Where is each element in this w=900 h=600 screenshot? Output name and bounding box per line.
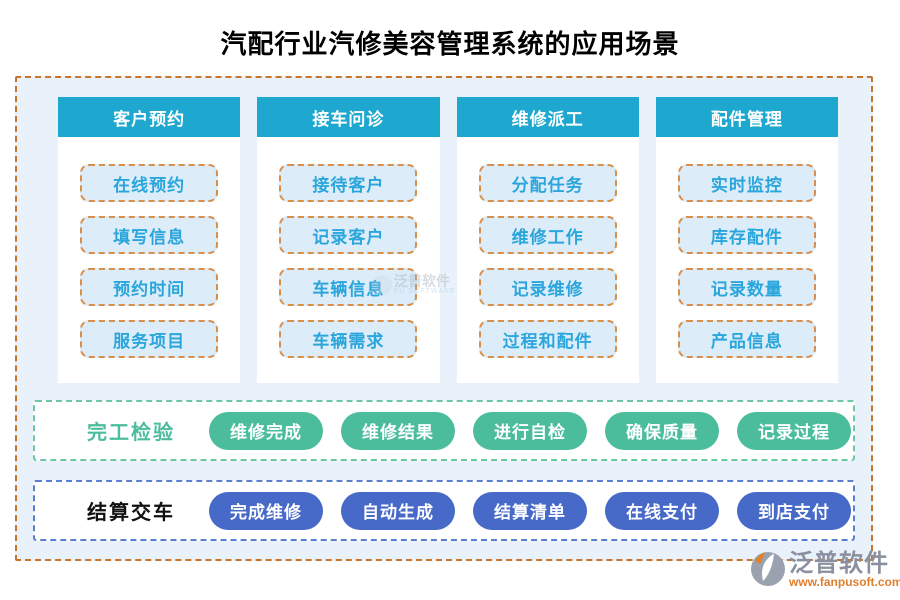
process-columns: 客户预约 在线预约 填写信息 预约时间 服务项目 接车问诊 接待客户 记录客户 …	[58, 97, 838, 383]
item-box: 车辆信息	[279, 268, 418, 306]
item-box: 实时监控	[677, 164, 816, 202]
settlement-band-label: 结算交车	[87, 502, 175, 524]
fanpu-logo-icon	[750, 551, 786, 592]
pill: 在线支付	[605, 491, 719, 530]
column-header: 客户预约	[58, 97, 241, 137]
column-header: 配件管理	[655, 97, 838, 137]
pill: 维修结果	[341, 411, 455, 450]
item-box: 分配任务	[478, 164, 617, 202]
item-box: 接待客户	[279, 164, 418, 202]
pill: 结算清单	[473, 491, 587, 530]
item-box: 填写信息	[80, 216, 219, 254]
column-header: 维修派工	[456, 97, 639, 137]
column-body: 接待客户 记录客户 车辆信息 车辆需求	[257, 137, 439, 383]
item-box: 维修工作	[478, 216, 617, 254]
settlement-band: 结算交车 完成维修 自动生成 结算清单 在线支付 到店支付	[33, 480, 855, 541]
column-customer-appointment: 客户预约 在线预约 填写信息 预约时间 服务项目	[58, 97, 241, 383]
inspection-band-label: 完工检验	[87, 422, 175, 444]
fanpu-logo-url: www.fanpusoft.com	[789, 575, 900, 590]
item-box: 产品信息	[677, 320, 816, 358]
item-box: 车辆需求	[279, 320, 418, 358]
settlement-pills: 完成维修 自动生成 结算清单 在线支付 到店支付	[209, 491, 851, 530]
fanpu-logo: 泛普软件 www.fanpusoft.com	[750, 551, 900, 592]
item-box: 预约时间	[80, 268, 219, 306]
pill: 进行自检	[473, 411, 587, 450]
column-body: 在线预约 填写信息 预约时间 服务项目	[58, 137, 240, 383]
item-box: 库存配件	[677, 216, 816, 254]
column-repair-dispatch: 维修派工 分配任务 维修工作 记录维修 过程和配件	[456, 97, 639, 383]
item-box: 在线预约	[80, 164, 219, 202]
fanpu-logo-name: 泛普软件	[789, 550, 889, 577]
pill: 完成维修	[209, 491, 323, 530]
item-box: 记录客户	[279, 216, 418, 254]
item-box: 服务项目	[80, 320, 219, 358]
item-box: 过程和配件	[478, 320, 617, 358]
column-parts-management: 配件管理 实时监控 库存配件 记录数量 产品信息	[655, 97, 838, 383]
pill: 到店支付	[737, 491, 851, 530]
pill: 记录过程	[737, 411, 851, 450]
inspection-pills: 维修完成 维修结果 进行自检 确保质量 记录过程	[209, 411, 851, 450]
inspection-band: 完工检验 维修完成 维修结果 进行自检 确保质量 记录过程	[33, 400, 855, 461]
column-body: 实时监控 库存配件 记录数量 产品信息	[656, 137, 838, 383]
page-title: 汽配行业汽修美容管理系统的应用场景	[220, 29, 680, 59]
item-box: 记录数量	[677, 268, 816, 306]
pill: 自动生成	[341, 491, 455, 530]
column-body: 分配任务 维修工作 记录维修 过程和配件	[457, 137, 639, 383]
pill: 维修完成	[209, 411, 323, 450]
column-header: 接车问诊	[257, 97, 440, 137]
column-vehicle-reception: 接车问诊 接待客户 记录客户 车辆信息 车辆需求	[257, 97, 440, 383]
fanpu-logo-texts: 泛普软件 www.fanpusoft.com	[789, 551, 900, 589]
item-box: 记录维修	[478, 268, 617, 306]
pill: 确保质量	[605, 411, 719, 450]
